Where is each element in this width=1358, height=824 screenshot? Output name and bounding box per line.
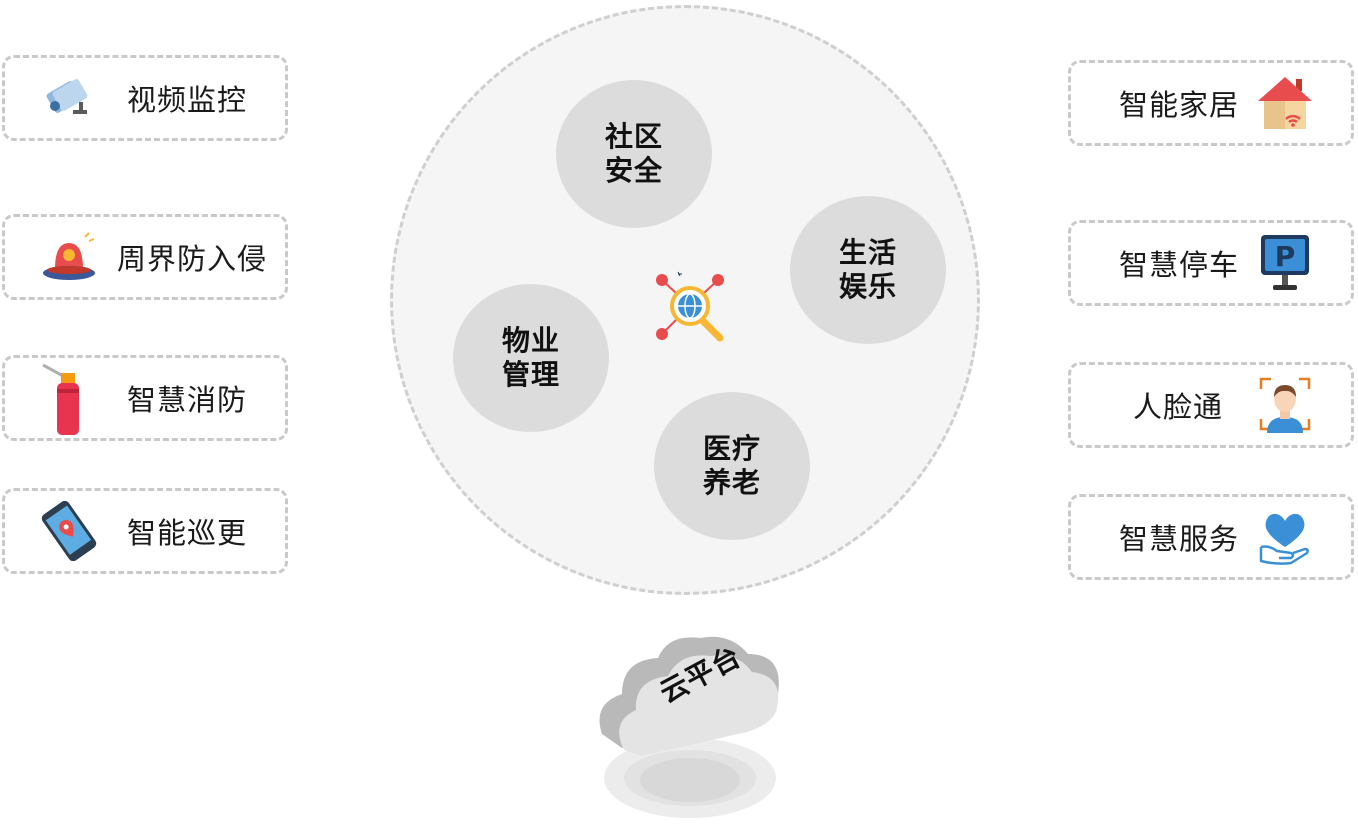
bubble-line: 安全 (604, 154, 663, 187)
phone-location-icon (39, 501, 99, 561)
heart-hand-icon (1255, 507, 1315, 567)
bubble-line: 养老 (702, 466, 761, 499)
feature-label: 智慧停车 (1119, 248, 1240, 282)
bubble-line: 社区 (604, 120, 663, 153)
bubble-property-management[interactable]: 物业 管理 (453, 284, 609, 432)
alarm-light-icon (39, 227, 99, 287)
feature-label: 人脸通 (1133, 390, 1224, 424)
feature-card-video-surveillance[interactable]: 视频监控 (2, 55, 288, 141)
feature-card-smart-service[interactable]: 智慧服务 (1068, 494, 1354, 580)
parking-sign-icon: P (1255, 233, 1315, 293)
cloud-platform-graphic (588, 624, 792, 820)
bubble-line: 管理 (501, 358, 560, 391)
feature-card-face-pass[interactable]: 人脸通 (1068, 362, 1354, 448)
feature-label: 智慧服务 (1119, 522, 1240, 556)
fire-extinguisher-icon (39, 363, 99, 435)
feature-card-smart-home[interactable]: 智能家居 (1068, 60, 1354, 146)
globe-search-icon (650, 268, 730, 348)
camera-icon (39, 68, 99, 128)
bubble-line: 医疗 (702, 432, 761, 465)
svg-text:P: P (1275, 240, 1296, 273)
feature-label: 智能巡更 (127, 516, 248, 550)
bubble-line: 生活 (838, 236, 897, 269)
feature-label: 智能家居 (1119, 88, 1240, 122)
feature-card-smart-fire[interactable]: 智慧消防 (2, 355, 288, 441)
bubble-line: 物业 (501, 324, 560, 357)
feature-card-perimeter-intrusion[interactable]: 周界防入侵 (2, 214, 288, 300)
feature-card-smart-patrol[interactable]: 智能巡更 (2, 488, 288, 574)
feature-label: 智慧消防 (127, 383, 248, 417)
bubble-line: 娱乐 (838, 270, 897, 303)
feature-label: 周界防入侵 (117, 242, 268, 276)
house-wifi-icon (1255, 73, 1315, 133)
feature-label: 视频监控 (127, 83, 248, 117)
feature-card-smart-parking[interactable]: 智慧停车 P (1068, 220, 1354, 306)
bubble-medical-elderly[interactable]: 医疗 养老 (654, 392, 810, 540)
face-recognition-icon (1255, 375, 1315, 435)
bubble-life-entertainment[interactable]: 生活 娱乐 (790, 196, 946, 344)
bubble-community-safety[interactable]: 社区 安全 (556, 80, 712, 228)
